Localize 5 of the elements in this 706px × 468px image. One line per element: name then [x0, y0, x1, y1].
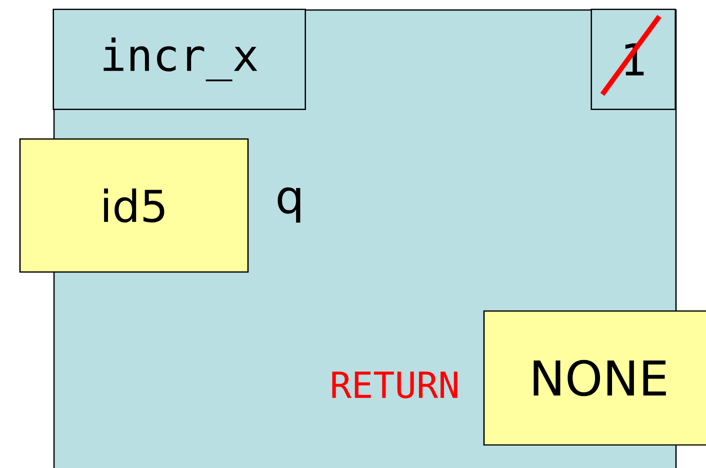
variable-name: q: [278, 187, 300, 223]
return-label: RETURN: [332, 372, 458, 398]
value-box: NONE: [483, 310, 706, 446]
value-box: id5: [19, 138, 249, 273]
function-name-box: incr_x: [52, 8, 306, 110]
